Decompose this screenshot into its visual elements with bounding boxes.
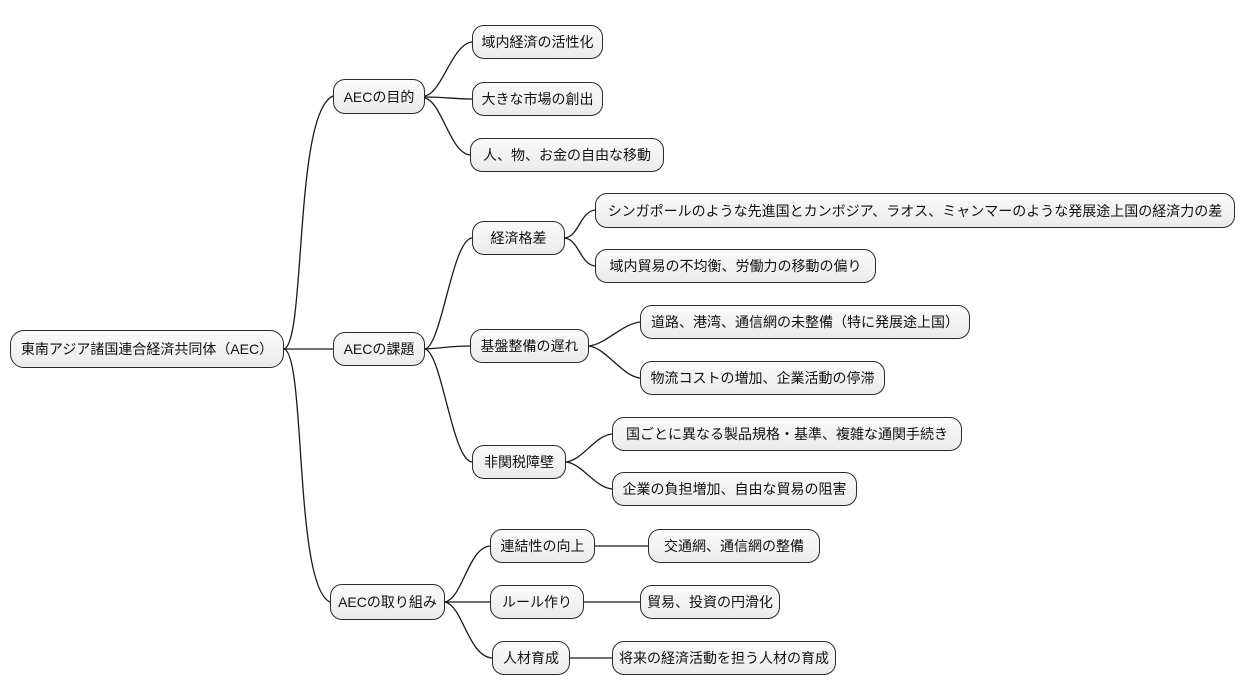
node-aec-efforts: AECの取り組み [330, 584, 445, 620]
node-purpose-child-0: 域内経済の活性化 [472, 25, 603, 59]
edge-root-efforts [283, 348, 331, 603]
node-connectivity-detail: 交通網、通信網の整備 [648, 529, 820, 563]
edge-purpose-child1 [424, 96, 473, 100]
edge-efforts-connectivity [444, 545, 491, 603]
edge-purpose-child2 [424, 97, 471, 156]
node-effort-connectivity: 連結性の向上 [490, 529, 595, 563]
node-aec-purpose: AECの目的 [333, 79, 425, 114]
edge-root-purpose [283, 95, 334, 350]
node-purpose-child-1: 大きな市場の創出 [472, 82, 603, 116]
node-issue-econgap: 経済格差 [472, 221, 565, 255]
node-rules-detail: 貿易、投資の円滑化 [640, 585, 780, 619]
node-root: 東南アジア諸国連合経済共同体（AEC） [10, 330, 284, 368]
edge-infra-detail1 [588, 345, 641, 379]
node-aec-issues: AECの課題 [333, 332, 425, 366]
node-nontariff-detail-0: 国ごとに異なる製品規格・基準、複雑な通関手続き [612, 417, 962, 451]
node-effort-rules: ルール作り [490, 585, 584, 619]
edge-infra-detail0 [588, 321, 641, 347]
edge-issues-infra [424, 345, 471, 350]
node-infrastructure-detail-1: 物流コストの増加、企業活動の停滞 [640, 361, 885, 395]
edge-econgap-detail1 [564, 237, 596, 267]
node-purpose-child-2: 人、物、お金の自由な移動 [470, 138, 664, 172]
edge-issues-nontariff [424, 348, 473, 463]
node-econgap-detail-1: 域内貿易の不均衡、労働力の移動の偏り [595, 249, 876, 283]
node-issue-infrastructure: 基盤整備の遅れ [470, 329, 589, 363]
edge-econgap-detail0 [564, 209, 596, 239]
node-issue-nontariff: 非関税障壁 [472, 445, 566, 479]
node-effort-hr: 人材育成 [492, 641, 570, 675]
node-hr-detail: 将来の経済活動を担う人材の育成 [612, 641, 836, 675]
edge-nontariff-detail0 [565, 433, 613, 463]
node-econgap-detail-0: シンガポールのような先進国とカンボジア、ラオス、ミャンマーのような発展途上国の経… [595, 193, 1235, 228]
node-infrastructure-detail-0: 道路、港湾、通信網の未整備（特に発展途上国） [640, 305, 970, 339]
node-nontariff-detail-1: 企業の負担増加、自由な貿易の阻害 [612, 472, 857, 506]
edge-efforts-hr [444, 601, 493, 659]
edge-purpose-child0 [424, 41, 473, 97]
edge-nontariff-detail1 [565, 461, 613, 490]
edge-issues-econgap [424, 237, 473, 350]
